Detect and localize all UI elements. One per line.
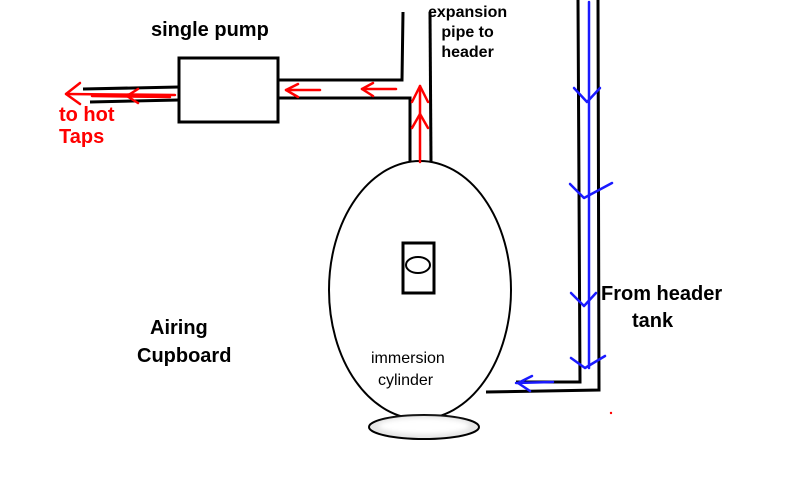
immersion-heater-panel [401,241,436,295]
label-expansion-line3: header [441,44,494,61]
label-from-header-tank: From header tank [601,281,722,335]
cylinder-to-pump-pipes [278,11,433,163]
label-expansion-line2: pipe to [441,24,494,41]
label-single-pump: single pump [151,19,269,41]
label-taps-line2: Taps [59,126,105,148]
label-immersion-cylinder: immersion cylinder [371,348,445,392]
single-pump-box [177,56,280,124]
label-cylinder-line1: immersion [371,350,445,367]
label-airing-line2: Cupboard [137,345,232,367]
label-expansion-line1: expansion [428,4,508,21]
hot-flow-arrows [64,81,430,164]
label-airing-line1: Airing [150,317,208,339]
label-to-hot-taps: to hot Taps [59,104,115,148]
label-header-line2: tank [632,310,674,332]
label-airing-cupboard: Airing Cupboard [137,314,231,370]
label-cylinder-line2: cylinder [378,372,434,389]
cold-flow-arrows [514,0,614,393]
label-taps-line1: to hot [59,104,115,126]
cylinder-base [368,414,480,440]
label-header-line1: From header [601,283,723,305]
label-expansion-pipe: expansion pipe to header [428,3,507,63]
stray-mark [609,411,613,415]
